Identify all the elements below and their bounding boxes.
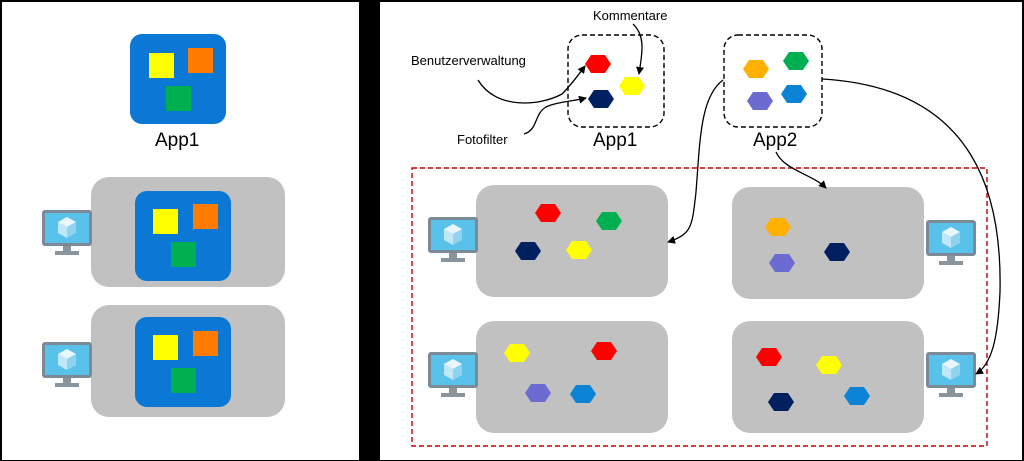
host-1: [91, 177, 285, 287]
app2-service-group: [723, 34, 823, 128]
service-hexagon: [588, 90, 614, 108]
app1-label: App1: [155, 130, 200, 151]
vm-monitor-icon: [926, 352, 976, 397]
app1-label: App1: [593, 130, 638, 151]
host-top-right: [732, 187, 924, 299]
vm-monitor-icon: [428, 217, 478, 262]
photo-filter-arrow: [523, 95, 587, 135]
service-hexagon: [783, 52, 809, 70]
user-management-label: Benutzerverwaltung: [411, 53, 526, 68]
vm-monitor-icon: [926, 220, 976, 265]
monolith-panel: App1: [2, 2, 359, 460]
host-bottom-left: [476, 321, 668, 433]
vm-monitor-icon: [42, 342, 92, 387]
service-hexagon: [781, 85, 807, 103]
monolith-diagram: [42, 34, 285, 417]
service-hexagon: [747, 92, 773, 110]
comments-arrow: [632, 23, 644, 75]
comments-label: Kommentare: [593, 8, 668, 23]
service-hexagon: [585, 55, 611, 73]
deploy-arrow-to-host-br: [821, 78, 1001, 375]
service-hexagon: [743, 60, 769, 78]
vm-monitor-icon: [428, 352, 478, 397]
user-management-arrow: [477, 65, 586, 104]
vm-monitor-icon: [42, 210, 92, 255]
photo-filter-label: Fotofilter: [457, 132, 508, 147]
host-2: [91, 305, 285, 417]
app2-label: App2: [753, 130, 798, 151]
cluster-boundary: [411, 167, 988, 447]
app1-tile: [130, 34, 226, 124]
service-hexagon: [619, 77, 645, 95]
microservices-panel: Kommentare Benutzerverwaltung Fotofilter…: [380, 2, 1022, 460]
app1-service-group: [567, 34, 665, 128]
deploy-arrow-to-host-tr: [775, 151, 827, 189]
host-bottom-right: [732, 321, 924, 433]
microservices-diagram: [411, 23, 1001, 447]
deploy-arrow-to-host-tl: [667, 79, 724, 244]
